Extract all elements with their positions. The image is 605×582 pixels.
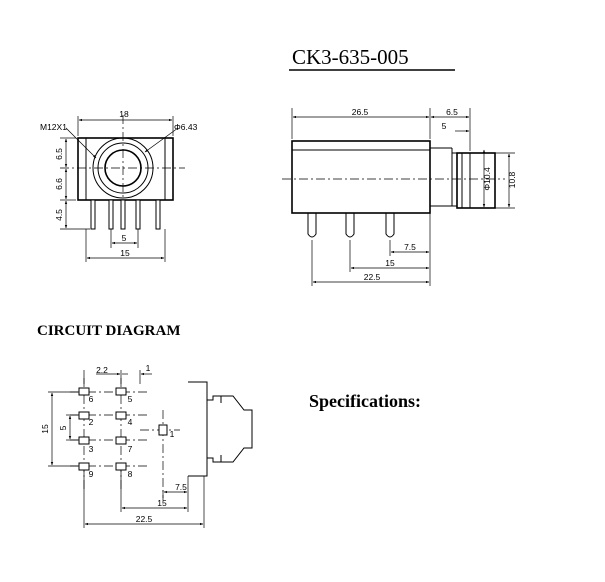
circuit-diagram-heading: CIRCUIT DIAGRAM [37, 323, 180, 339]
front-view: 18 M12X1 Φ6.43 6.5 6.6 4.5 5 15 [40, 109, 198, 262]
side-pin-1 [307, 213, 317, 238]
dim-body-length: 26.5 [352, 107, 369, 117]
specifications-heading: Specifications: [309, 391, 421, 411]
side-pin-2 [345, 213, 355, 238]
dim-step: 5 [442, 121, 447, 131]
pad-8 [115, 462, 127, 471]
front-body-outline [77, 137, 174, 201]
dim-pin-offset-2: 15 [385, 258, 395, 268]
dim-offset-2: 15 [157, 498, 167, 508]
dim-width-top: 18 [119, 109, 129, 119]
pad-3 [78, 436, 90, 445]
pad-5 [115, 387, 127, 396]
circuit-diagram: 6 5 2 4 3 7 9 8 1 2.2 1 15 5 [40, 363, 253, 528]
jack-outline [188, 381, 253, 477]
pad-4 [115, 411, 127, 420]
side-body-outline [291, 140, 431, 214]
dim-pin-offset-3: 22.5 [364, 272, 381, 282]
side-view: 26.5 6.5 5 Φ10.4 10.8 7.5 15 22.5 [282, 107, 517, 286]
pin-label-8: 8 [128, 469, 133, 479]
pad-2 [78, 411, 90, 420]
dim-height-bottom: 4.5 [54, 209, 64, 221]
dim-width-bottom: 15 [120, 248, 130, 258]
hole-diameter-label: Φ6.43 [174, 122, 198, 132]
pin-label-2: 2 [89, 417, 94, 427]
pin-label-7: 7 [128, 444, 133, 454]
dim-height: 15 [40, 424, 50, 434]
dim-outer-height: 10.8 [507, 171, 517, 188]
pin-label-6: 6 [89, 394, 94, 404]
side-nut-outline [456, 152, 496, 209]
pin-label-9: 9 [89, 469, 94, 479]
pin-label-1: 1 [170, 429, 175, 439]
part-number-title: CK3-635-005 [292, 45, 409, 69]
dim-offset-3: 22.5 [136, 514, 153, 524]
pin-label-4: 4 [128, 417, 133, 427]
pad-7 [115, 436, 127, 445]
dim-pin-pitch: 5 [122, 233, 127, 243]
dim-inner-diameter: Φ10.4 [482, 167, 492, 191]
dim-pitch-small: 1 [146, 363, 151, 373]
dim-pitch-x: 2.2 [96, 365, 108, 375]
pad-6 [78, 387, 90, 396]
pad-9 [78, 462, 90, 471]
pin-label-3: 3 [89, 444, 94, 454]
dim-gap: 5 [58, 425, 68, 430]
dim-height-mid: 6.6 [54, 178, 64, 190]
side-pin-3 [385, 213, 395, 238]
dim-nut-length: 6.5 [446, 107, 458, 117]
pin-label-5: 5 [128, 394, 133, 404]
thread-label: M12X1 [40, 122, 67, 132]
dim-pin-offset-1: 7.5 [404, 242, 416, 252]
pad-1 [158, 424, 168, 436]
dim-height-top: 6.5 [54, 148, 64, 160]
dim-offset-1: 7.5 [175, 482, 187, 492]
